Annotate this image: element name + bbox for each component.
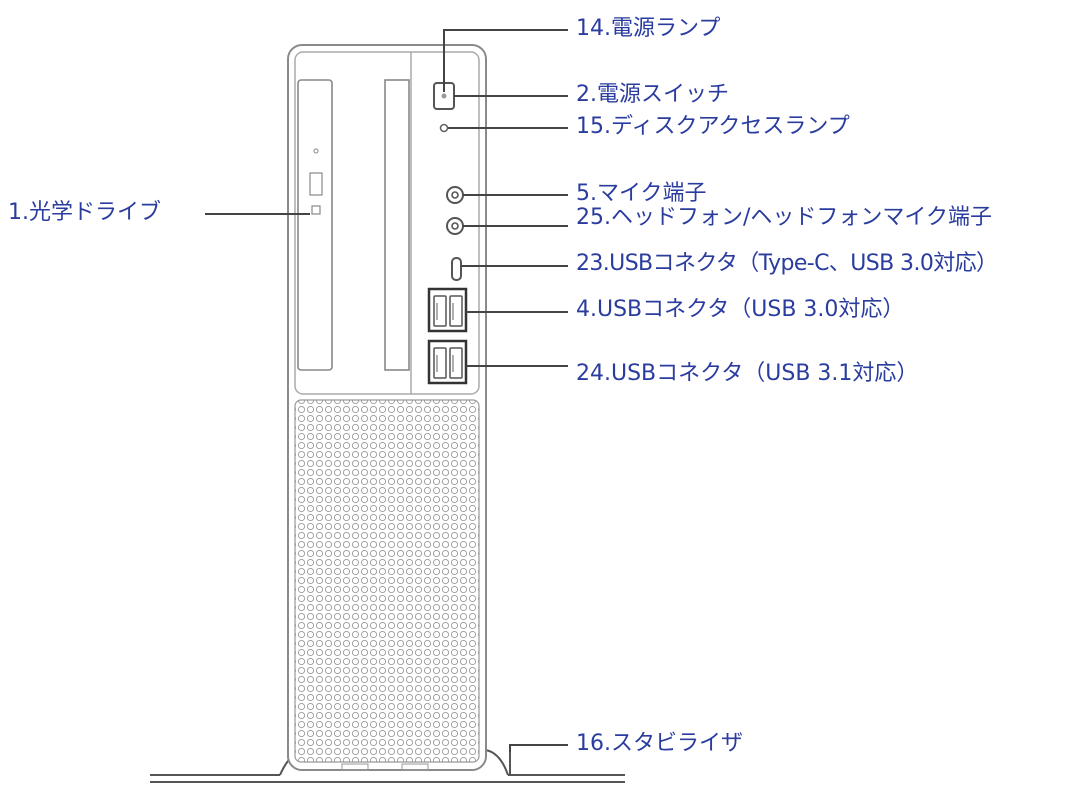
optical-drive-tray — [297, 79, 333, 371]
usb-a-port-icon — [449, 347, 463, 379]
usb-30-ports — [427, 287, 468, 333]
label-usb-31[interactable]: 24.USBコネクタ（USB 3.1対応） — [576, 361, 919, 386]
leader-lines — [205, 29, 568, 752]
headphone-jack-icon — [446, 217, 464, 235]
label-mic-jack[interactable]: 5.マイク端子 — [576, 181, 707, 206]
label-stabilizer[interactable]: 16.スタビライザ — [576, 731, 743, 756]
usb-a-port-icon — [449, 295, 463, 327]
label-power-lamp[interactable]: 14.電源ランプ — [576, 16, 721, 41]
leader-line-stabilizer — [509, 744, 568, 752]
usb-c-icon — [451, 257, 462, 281]
label-disk-access-lamp[interactable]: 15.ディスクアクセスランプ — [576, 114, 850, 139]
label-usb-30[interactable]: 4.USBコネクタ（USB 3.0対応） — [576, 297, 905, 322]
leader-line-power-lamp — [443, 29, 568, 92]
label-optical-drive[interactable]: 1.光学ドライブ — [8, 200, 161, 225]
mesh-grille — [294, 399, 480, 763]
disk-lamp-icon — [439, 123, 449, 133]
usb-31-ports — [427, 339, 468, 385]
usb-a-port-icon — [433, 295, 447, 327]
mic-jack-icon — [446, 186, 464, 204]
label-usb-type-c[interactable]: 23.USBコネクタ（Type-C、USB 3.0対応） — [576, 251, 998, 276]
usb-a-port-icon — [433, 347, 447, 379]
label-headphone-jack[interactable]: 25.ヘッドフォン/ヘッドフォンマイク端子 — [576, 205, 992, 230]
optical-drive — [297, 79, 410, 371]
power-lamp-indicator — [441, 93, 447, 99]
label-power-switch[interactable]: 2.電源スイッチ — [576, 82, 729, 107]
